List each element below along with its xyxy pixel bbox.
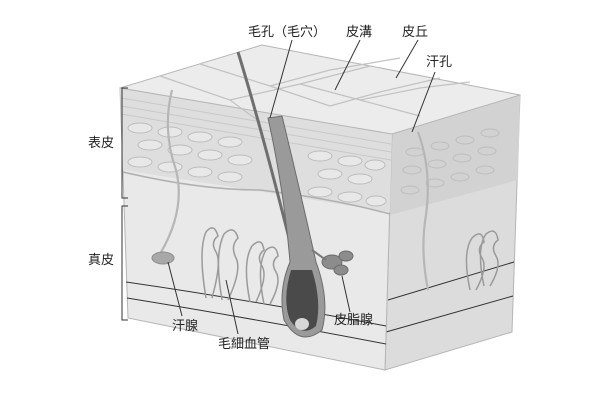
- hair-papilla: [295, 318, 309, 330]
- sweat-duct-right: [416, 131, 430, 291]
- sebaceous-gland-label: 皮脂腺: [334, 313, 373, 328]
- dermis-layer-line: [125, 281, 387, 327]
- skin-ridge-leader: [395, 39, 419, 79]
- basal-layer: [122, 171, 391, 215]
- pore-leader: [269, 39, 293, 119]
- sweat-gland-label: 汗腺: [172, 319, 198, 334]
- sebaceous-gland-leader: [341, 275, 351, 313]
- skin-groove-label: 皮溝: [346, 25, 372, 40]
- hair-shaft: [236, 51, 294, 251]
- sweat-gland-shape: [151, 251, 175, 265]
- sebaceous-gland-shape: [321, 250, 354, 276]
- sweat-pore-label: 汗孔: [426, 55, 452, 70]
- dermis-layer-line-2: [126, 297, 387, 345]
- pore-label: 毛孔（毛穴）: [248, 25, 326, 40]
- right-face-layer-line: [387, 261, 515, 301]
- epidermis-bracket: [121, 87, 128, 199]
- hair-follicle: [286, 270, 319, 331]
- right-face-layer-line-2: [385, 295, 514, 333]
- capillary-loops: [201, 227, 499, 305]
- skin-grooves: [159, 57, 471, 123]
- dermis-bracket: [121, 205, 128, 321]
- dermis-label: 真皮: [88, 253, 114, 268]
- sweat-pore-leader: [411, 71, 436, 133]
- sweat-duct: [159, 89, 180, 255]
- sweat-gland-leader: [167, 261, 183, 317]
- right-face-cells: [400, 128, 500, 195]
- capillary-leader: [225, 279, 239, 335]
- skin-ridge-label: 皮丘: [402, 25, 428, 40]
- stratum-corneum: [120, 97, 392, 161]
- skin-groove-leader: [334, 39, 361, 91]
- epidermal-cells: [127, 122, 387, 207]
- epidermis-label: 表皮: [88, 136, 114, 151]
- sebaceous-duct: [311, 249, 327, 261]
- capillary-label: 毛細血管: [218, 337, 270, 352]
- front-face-epidermis: [120, 88, 392, 212]
